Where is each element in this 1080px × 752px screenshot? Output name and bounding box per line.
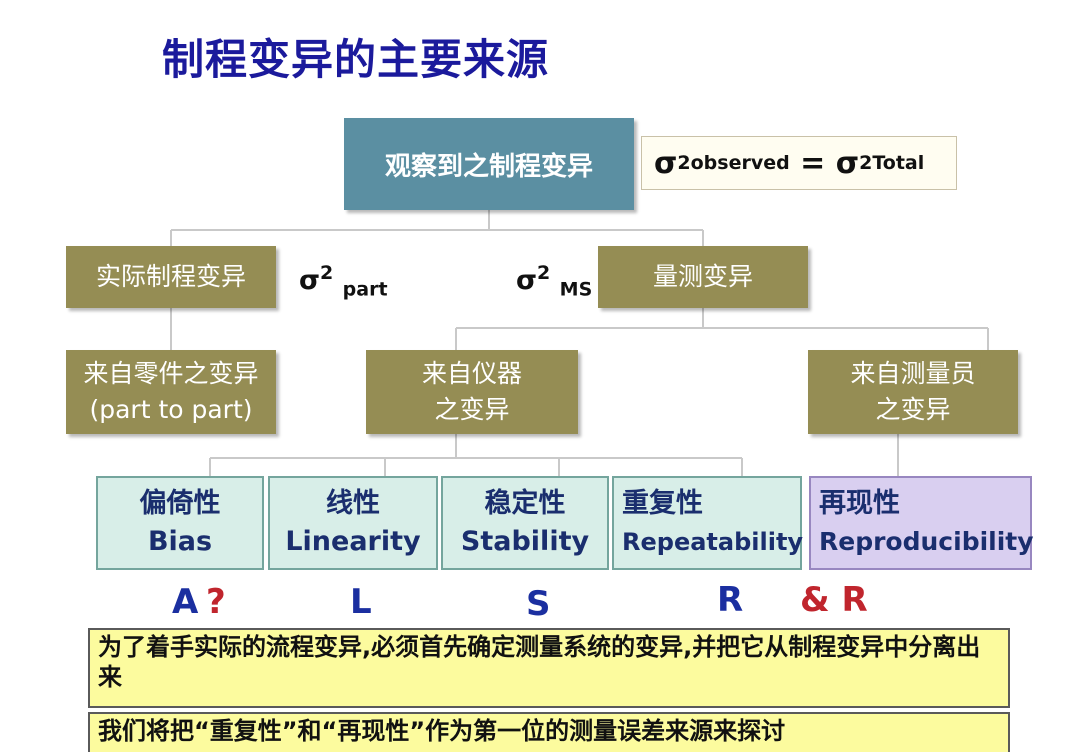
- reproducibility-cn-label: 再现性: [819, 488, 900, 519]
- stability-cn-label: 稳定性: [484, 488, 566, 519]
- letter-and-r: & R: [800, 580, 868, 620]
- stability-box: 稳定性 Stability: [441, 476, 609, 570]
- reproducibility-box: 再现性 Reproducibility: [809, 476, 1034, 570]
- instrument-variation-box: 来自仪器 之变异: [366, 350, 578, 434]
- sigma-part-sub: part: [342, 278, 388, 301]
- instrument-variation-line1: 来自仪器: [421, 359, 522, 388]
- letter-a-question: ?: [206, 582, 226, 622]
- linearity-en-label: Linearity: [285, 526, 421, 557]
- linearity-cn-label: 线性: [326, 488, 380, 519]
- sigma-part-symbol: σ: [299, 265, 321, 296]
- measurement-variation-box: 量测变异: [598, 246, 808, 308]
- sigma-ms-symbol: σ: [516, 265, 538, 296]
- sigma-part-power: 2: [320, 262, 334, 284]
- bias-en-label: Bias: [147, 526, 213, 557]
- page-title: 制程变异的主要来源: [162, 35, 550, 84]
- sigma-ms-sub: MS: [559, 278, 593, 301]
- observed-variation-label: 观察到之制程变异: [384, 151, 593, 182]
- note-box-2: 我们将把“重复性”和“再现性”作为第一位的测量误差来源来探讨: [88, 712, 1010, 752]
- formula-sub-total: Total: [872, 152, 925, 174]
- part-variation-box: 来自零件之变异 (part to part): [66, 350, 276, 434]
- repeatability-en-label: Repeatability: [622, 528, 804, 556]
- actual-process-variation-label: 实际制程变异: [95, 262, 246, 291]
- note-text-2: 我们将把“重复性”和“再现性”作为第一位的测量误差来源来探讨: [98, 717, 786, 745]
- actual-process-variation-box: 实际制程变异: [66, 246, 276, 308]
- letter-l: L: [350, 582, 372, 622]
- linearity-box: 线性 Linearity: [268, 476, 438, 570]
- formula-equals: =: [789, 145, 836, 181]
- operator-variation-line2: 之变异: [875, 395, 951, 424]
- sigma-ms-power: 2: [537, 262, 551, 284]
- bias-box: 偏倚性 Bias: [96, 476, 264, 570]
- letter-r: R: [717, 580, 744, 620]
- formula-power-left: 2: [677, 152, 691, 174]
- observed-variation-box: 观察到之制程变异: [344, 118, 634, 210]
- formula-sigma-right: σ: [835, 145, 860, 181]
- formula-power-right: 2: [859, 152, 873, 174]
- letter-a: A: [172, 582, 199, 622]
- repeatability-cn-label: 重复性: [622, 488, 703, 519]
- part-variation-line1: 来自零件之变异: [83, 359, 259, 388]
- sigma-ms-label: σ2 MS: [516, 262, 592, 300]
- formula-sigma-left: σ: [654, 145, 678, 181]
- measurement-variation-label: 量测变异: [652, 262, 753, 291]
- reproducibility-en-label: Reproducibility: [819, 527, 1034, 556]
- bias-cn-label: 偏倚性: [139, 488, 221, 519]
- note-box-1: 为了着手实际的流程变异,必须首先确定测量系统的变异,并把它从制程变异中分离出来: [88, 628, 1010, 708]
- instrument-variation-line2: 之变异: [434, 395, 510, 424]
- note-text-1: 为了着手实际的流程变异,必须首先确定测量系统的变异,并把它从制程变异中分离出来: [98, 633, 981, 691]
- operator-variation-box: 来自测量员 之变异: [808, 350, 1018, 434]
- operator-variation-line1: 来自测量员: [850, 359, 976, 388]
- stability-en-label: Stability: [460, 526, 590, 557]
- formula-sub-observed: observed: [690, 152, 790, 174]
- repeatability-box: 重复性 Repeatability: [612, 476, 804, 570]
- part-variation-line2: (part to part): [89, 395, 253, 424]
- letter-s: S: [526, 584, 551, 624]
- sigma-part-label: σ2 part: [299, 262, 388, 300]
